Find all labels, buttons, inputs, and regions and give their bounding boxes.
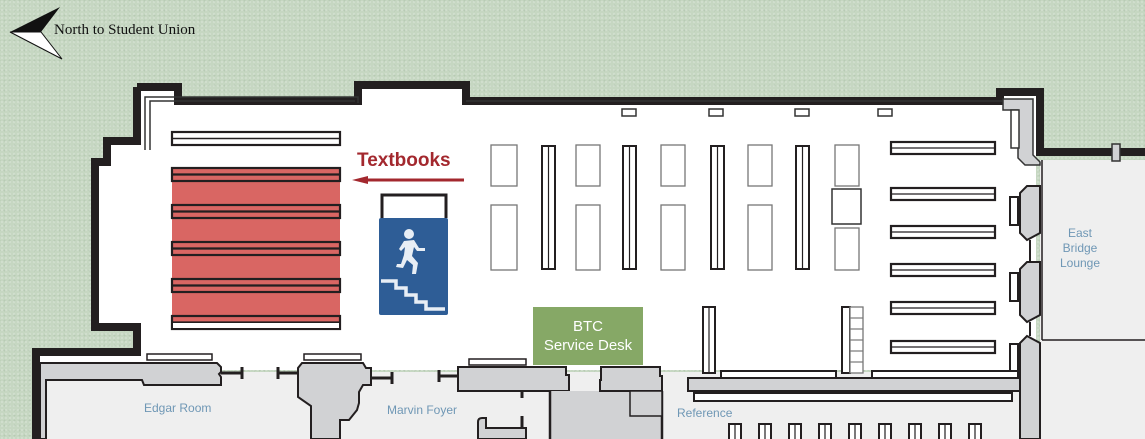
room-label-line: Bridge — [1062, 241, 1098, 255]
service-desk-line2: Service Desk — [543, 337, 633, 354]
stairs-sign[interactable] — [379, 218, 448, 315]
north-label: North to Student Union — [54, 22, 196, 38]
stairs-up-icon — [381, 229, 445, 311]
room-marvin-foyer[interactable]: Marvin Foyer — [387, 403, 458, 417]
room-label-line: East — [1067, 226, 1093, 240]
east-bridge-lounge-floor — [1040, 160, 1145, 340]
room-east-bridge-lounge[interactable]: East Bridge Lounge — [1060, 226, 1100, 271]
textbooks-sign: Textbooks — [357, 150, 451, 171]
room-reference[interactable]: Reference — [677, 406, 733, 420]
service-desk-line1: BTC — [573, 318, 603, 335]
north-arrow-icon — [9, 7, 63, 60]
btc-service-desk[interactable]: BTC Service Desk — [533, 307, 643, 365]
room-edgar-room[interactable]: Edgar Room — [144, 401, 212, 415]
room-label-line: Lounge — [1059, 256, 1101, 270]
